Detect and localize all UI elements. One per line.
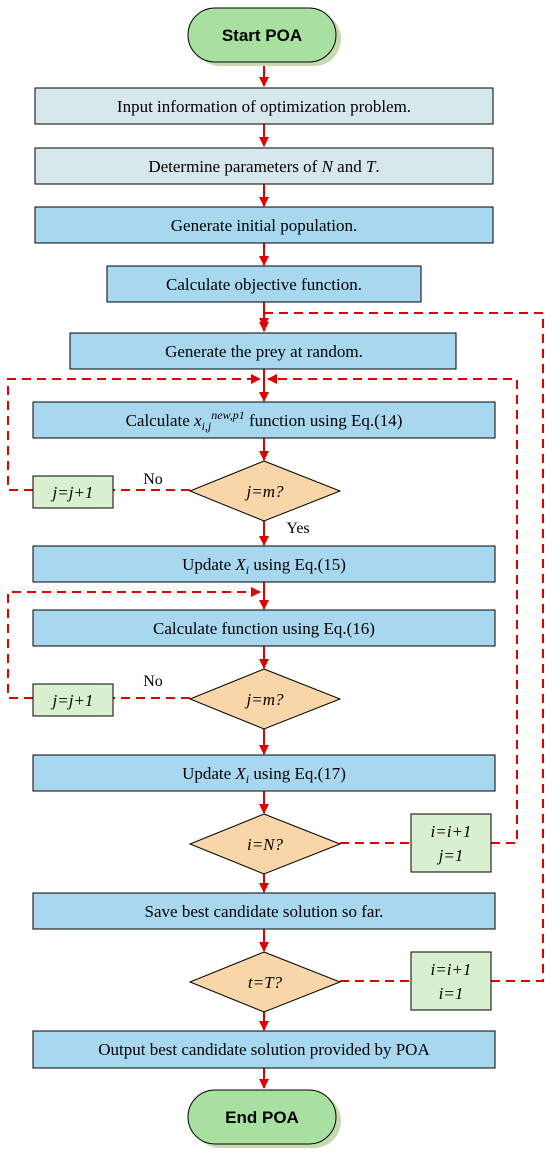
generate-population-shape <box>34 206 494 244</box>
decision2-shape <box>188 668 342 730</box>
start-terminal-label: Start POA <box>222 26 302 45</box>
calc-func-16-shape <box>32 609 496 647</box>
dash-inc4-back-to-prey <box>259 312 544 982</box>
decision3-shape <box>188 813 342 875</box>
output-best-label: Output best candidate solution provided … <box>98 1040 430 1059</box>
update-xi-17-box: Update Xi using Eq.(17) <box>32 754 496 792</box>
label-yes1: Yes <box>286 520 309 537</box>
increment3-shape <box>410 813 492 873</box>
dash-inc2-back-to-calc16 <box>7 587 261 699</box>
decision1-shape <box>188 460 342 522</box>
increment4-line1: i=i+1 <box>431 960 472 979</box>
save-best-label: Save best candidate solution so far. <box>145 902 384 921</box>
end-terminal-label: End POA <box>225 1108 299 1127</box>
save-best-shape <box>32 892 496 930</box>
decision1-label: j=m? <box>245 482 284 501</box>
decision3-diamond: i=N? <box>188 813 342 875</box>
end-terminal-shape <box>187 1089 337 1145</box>
input-info-label: Input information of optimization proble… <box>117 97 411 116</box>
increment2-label: j=j+1 <box>51 691 94 710</box>
decision3-label: i=N? <box>247 835 284 854</box>
decision1-diamond: j=m? <box>188 460 342 522</box>
label-no1: No <box>143 471 163 488</box>
input-info-box: Input information of optimization proble… <box>34 87 494 125</box>
input-info-shape <box>34 87 494 125</box>
increment1-box: j=j+1 <box>32 475 114 509</box>
increment1-shape <box>32 475 114 509</box>
determine-params-label: Determine parameters of N and T. <box>148 157 379 176</box>
increment3-box: i=i+1 j=1 <box>410 813 492 873</box>
dash-inc1-back-to-calc14 <box>7 374 261 491</box>
increment4-line2: i=1 <box>439 984 464 1003</box>
update-xi-17-shape <box>32 754 496 792</box>
calc-x-phase1-label: Calculate xi,jnew,p1 function using Eq.(… <box>126 408 403 433</box>
start-terminal-shape <box>187 7 337 63</box>
label-no2: No <box>143 673 163 690</box>
end-terminal: End POA <box>187 1089 341 1148</box>
determine-params-box: Determine parameters of N and T. <box>34 147 494 185</box>
increment4-box: i=i+1 i=1 <box>410 951 492 1011</box>
calc-x-phase1-shape <box>32 401 496 439</box>
generate-population-box: Generate initial population. <box>34 206 494 244</box>
output-best-box: Output best candidate solution provided … <box>32 1030 496 1069</box>
increment3-line2: j=1 <box>437 846 464 865</box>
increment2-box: j=j+1 <box>32 683 114 717</box>
dash-inc3-back-to-calc14 <box>267 374 518 844</box>
save-best-box: Save best candidate solution so far. <box>32 892 496 930</box>
dashed-connectors <box>7 312 544 982</box>
generate-prey-box: Generate the prey at random. <box>69 332 457 370</box>
decision2-label: j=m? <box>245 690 284 709</box>
update-xi-17-label: Update Xi using Eq.(17) <box>182 764 346 786</box>
update-xi-15-shape <box>32 545 496 583</box>
generate-prey-label: Generate the prey at random. <box>165 342 363 361</box>
decision2-diamond: j=m? <box>188 668 342 730</box>
calc-func-16-box: Calculate function using Eq.(16) <box>32 609 496 647</box>
start-terminal: Start POA <box>187 7 341 66</box>
output-best-shape <box>32 1030 496 1069</box>
increment2-shape <box>32 683 114 717</box>
decision4-diamond: t=T? <box>188 951 342 1013</box>
calc-objective-label: Calculate objective function. <box>166 275 362 294</box>
increment4-shape <box>410 951 492 1011</box>
increment3-line1: i=i+1 <box>431 822 472 841</box>
decision4-shape <box>188 951 342 1013</box>
determine-params-shape <box>34 147 494 185</box>
update-xi-15-box: Update Xi using Eq.(15) <box>32 545 496 583</box>
increment1-label: j=j+1 <box>51 483 94 502</box>
generate-prey-shape <box>69 332 457 370</box>
calc-objective-box: Calculate objective function. <box>106 265 422 303</box>
generate-population-label: Generate initial population. <box>171 216 357 235</box>
decision4-label: t=T? <box>248 973 283 992</box>
update-xi-15-label: Update Xi using Eq.(15) <box>182 555 346 577</box>
calc-x-phase1-box: Calculate xi,jnew,p1 function using Eq.(… <box>32 401 496 439</box>
calc-objective-shape <box>106 265 422 303</box>
calc-func-16-label: Calculate function using Eq.(16) <box>153 619 375 638</box>
